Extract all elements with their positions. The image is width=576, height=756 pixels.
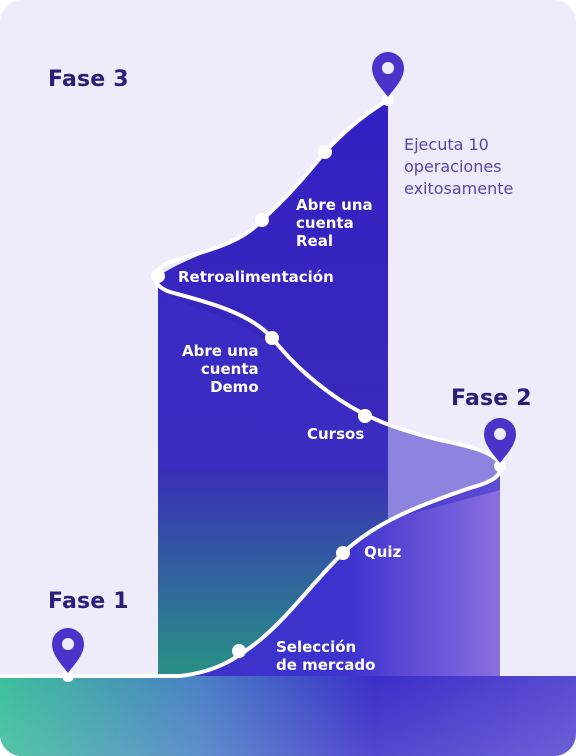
phase-transition-area — [158, 282, 500, 520]
phase-2-heading: Fase 2 — [451, 386, 532, 411]
step-label-quiz: Quiz — [364, 543, 402, 561]
step-label-real: Abre una cuenta Real — [296, 196, 373, 250]
goal-note: Ejecuta 10 operaciones exitosamente — [404, 135, 514, 198]
map-pin-icon — [52, 628, 84, 682]
step-dot-quiz — [336, 546, 350, 560]
step-dot-goal — [318, 145, 332, 159]
step-dot-seleccion — [232, 644, 246, 658]
map-pin-icon — [372, 52, 404, 106]
step-label-retro: Retroalimentación — [178, 268, 334, 286]
phase-3-heading: Fase 3 — [48, 67, 129, 92]
step-label-seleccion: Selección de mercado — [276, 638, 376, 674]
step-label-demo: Abre una cuenta Demo — [182, 342, 259, 396]
step-dot-cursos — [358, 409, 372, 423]
step-dot-retro — [151, 269, 165, 283]
map-pin-icon — [484, 418, 516, 472]
step-label-cursos: Cursos — [307, 425, 365, 443]
phase-1-heading: Fase 1 — [48, 589, 129, 614]
step-dot-demo — [265, 331, 279, 345]
step-dot-real — [255, 213, 269, 227]
